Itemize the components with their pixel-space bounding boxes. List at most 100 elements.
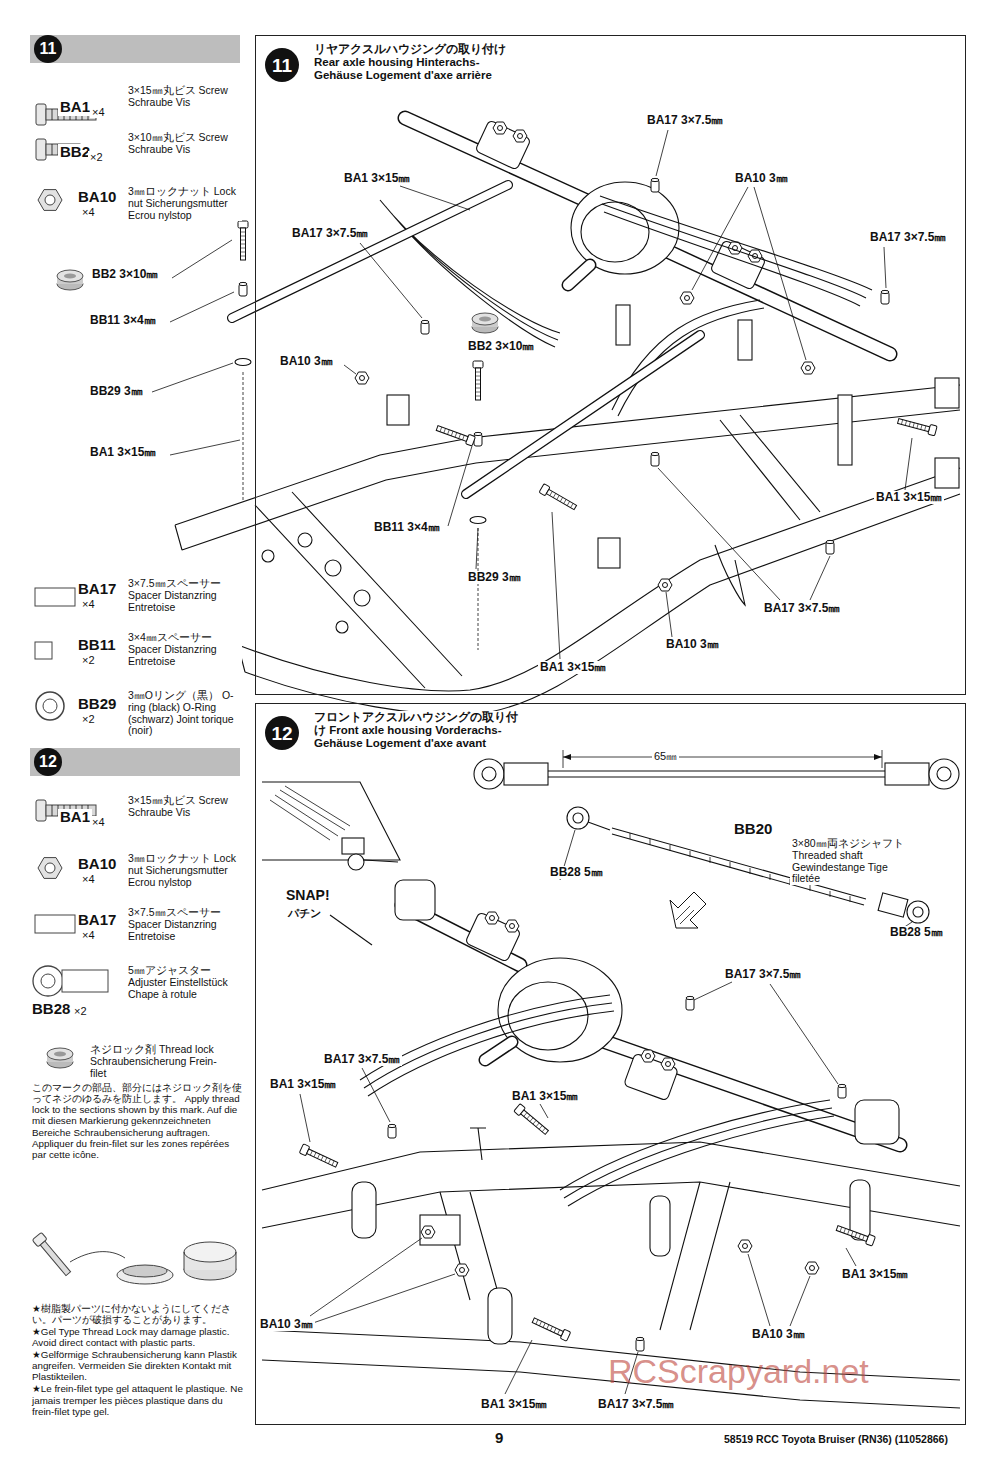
hardware: [881, 290, 889, 304]
chassis-frame: [440, 1182, 730, 1330]
callout-label: BA1 3×15㎜: [538, 661, 608, 674]
leader-line: [152, 130, 912, 659]
callout-label: BA17 3×7.5㎜: [596, 1398, 676, 1411]
bracket: [387, 395, 409, 425]
callout-label: BA17 3×7.5㎜: [322, 1053, 402, 1066]
leader-line: [694, 982, 838, 1084]
threaded-shaft: [878, 893, 908, 917]
leader-line: [656, 130, 668, 176]
callout-label: BA1 3×15㎜: [874, 491, 944, 504]
part-icon: [45, 195, 55, 205]
bracket: [616, 305, 630, 345]
part-icon: [36, 692, 64, 720]
hardware: [686, 996, 694, 1010]
part-icon: [38, 858, 62, 879]
step-number: 11: [272, 56, 292, 75]
footer-text: 58519 RCC Toyota Bruiser (RN36) (1105286…: [722, 1434, 950, 1446]
snap-detail: [262, 782, 400, 860]
chassis-frame: [325, 560, 341, 576]
rear-axle: [568, 265, 590, 285]
step-number: 12: [39, 754, 57, 770]
turnbuckle-detail: [929, 759, 959, 789]
front-axle: [465, 912, 521, 962]
front-axle: [855, 1100, 899, 1144]
front-axle: [600, 1040, 900, 1145]
part-description: 3×4㎜スペーサー Spacer Distanzring Entretoise: [126, 632, 242, 667]
part-icon: [40, 1241, 70, 1275]
hardware: [421, 1226, 435, 1238]
hardware: [472, 313, 498, 333]
part-code: BB28: [30, 1001, 72, 1018]
hardware: [470, 1128, 486, 1160]
part-description: 3×15㎜丸ビス Screw Schraube Vis: [126, 85, 230, 109]
leader-line: [362, 1068, 390, 1122]
front-axle: [505, 920, 519, 932]
chassis-frame: [650, 1196, 670, 1256]
bracket: [838, 395, 852, 465]
leader-line: [344, 365, 356, 374]
front-axle: [395, 880, 435, 920]
step-number-circle: 12: [34, 748, 62, 776]
direction-arrow: [670, 892, 706, 928]
rear-axle: [405, 118, 890, 354]
hardware: [805, 1262, 819, 1274]
part-icon: [47, 1048, 73, 1068]
part-icon: [33, 966, 63, 996]
snap-detail: [270, 786, 350, 840]
leader-line: [658, 468, 830, 600]
bracket: [738, 320, 752, 360]
hardware: [835, 1223, 875, 1246]
callout-label: BA17 3×7.5㎜: [645, 114, 725, 127]
quantity: ×2: [80, 654, 97, 666]
part-icon: [32, 1232, 73, 1277]
snap-detail: [348, 854, 364, 870]
threaded-shaft: [567, 807, 589, 829]
hardware: [658, 579, 672, 591]
leaf-spring: [560, 1100, 834, 1206]
bracket: [387, 305, 852, 568]
leader-line: [560, 830, 912, 930]
part-code: BA10: [76, 856, 118, 873]
part-description: ネジロック剤 Thread lock Schraubensicherung Fr…: [88, 1044, 232, 1079]
turnbuckle-detail: [474, 759, 504, 789]
chassis-frame: [336, 621, 348, 633]
direction-arrow: [670, 892, 706, 928]
part-icon: [35, 588, 75, 606]
watermark: RCScrapyard.net: [606, 1352, 871, 1390]
leader-line: [448, 446, 478, 569]
part-code: BB11: [76, 637, 118, 654]
callout-label: BA10 3㎜: [278, 355, 335, 368]
chassis-frame: [238, 468, 960, 715]
hardware: [826, 540, 834, 554]
leader-line: [846, 1248, 856, 1266]
leader-line: [540, 1104, 548, 1118]
step-number-circle: 11: [265, 48, 299, 82]
chassis-frame: [352, 1182, 376, 1238]
link-bar: [232, 185, 700, 494]
chassis-frame: [935, 378, 959, 408]
front-axle: [600, 1040, 900, 1145]
leader-line: [905, 438, 912, 490]
hardware: [514, 1104, 550, 1137]
hardware: [239, 282, 247, 296]
leader-line: [884, 247, 886, 288]
part-icon: [35, 642, 52, 659]
turnbuckle-detail: [885, 763, 929, 785]
part-description: 3×7.5㎜スペーサー Spacer Distanzring Entretois…: [126, 578, 242, 613]
threaded-shaft: [567, 807, 929, 923]
leaf-spring: [380, 200, 560, 347]
quantity: ×4: [80, 929, 97, 941]
callout-label: BA1 3×15㎜: [268, 1078, 338, 1091]
part-icon: [36, 139, 46, 160]
front-axle: [661, 1058, 675, 1070]
callout-label: BB11 3×4㎜: [372, 521, 442, 534]
snap-label: SNAP!: [284, 888, 332, 904]
part-code: BA1: [58, 99, 92, 116]
snap-detail: [262, 782, 400, 945]
leaf-spring: [612, 300, 764, 416]
rear-axle: [513, 130, 527, 142]
hardware: [531, 1316, 571, 1342]
quantity: ×4: [80, 873, 97, 885]
part-icon: [36, 800, 46, 821]
part-description: 3㎜ロックナット Lock nut Sicherungsmutter Ecrou…: [126, 186, 242, 221]
